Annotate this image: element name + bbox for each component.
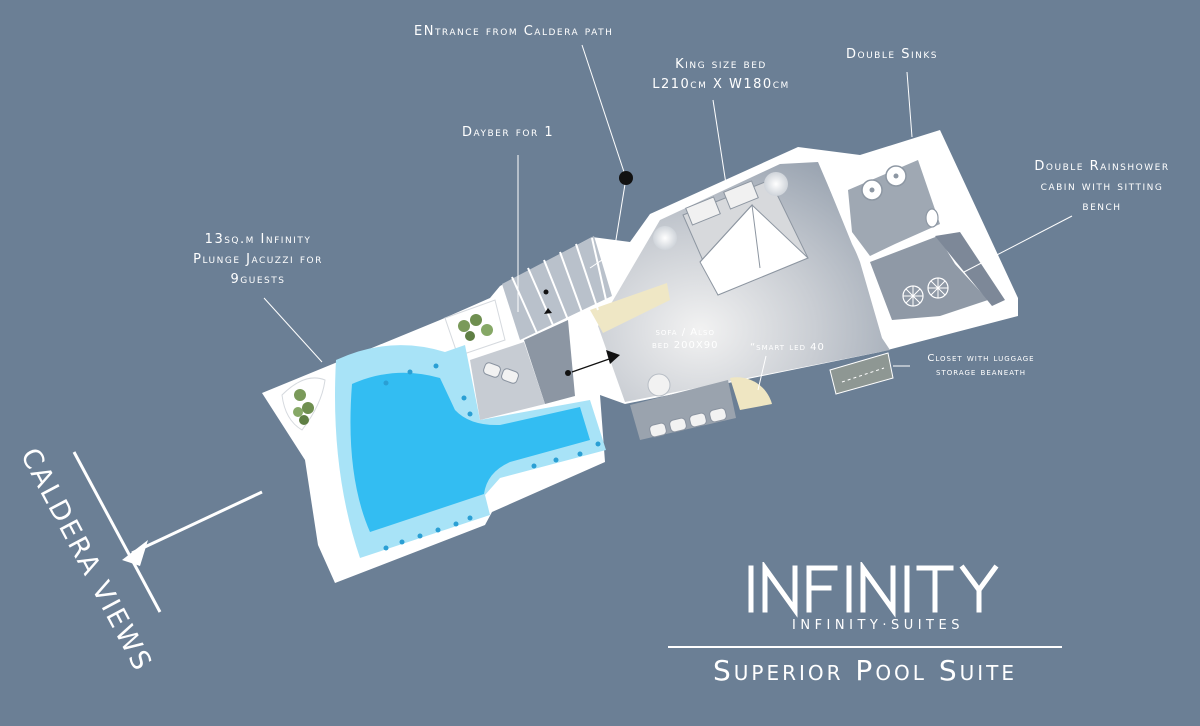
entrance-marker (619, 171, 633, 185)
coffee-table (647, 373, 671, 397)
infinity-pool (335, 345, 606, 558)
label-rainshower-line1: Double Rainshower (1034, 159, 1170, 174)
infinity-logo (748, 562, 999, 618)
label-sofa-line1: sofa / Also (655, 327, 715, 338)
label-jacuzzi-line1: 13sq.m Infinity (204, 232, 312, 247)
label-closet-line1: Closet with luggage (927, 353, 1035, 364)
label-sofa: sofa / Also bed 200X90 (652, 326, 718, 352)
label-closet-line2: storage beaneath (936, 367, 1026, 378)
label-rainshower-line3: bench (1082, 199, 1122, 214)
logo-subtitle: INFINITY·SUITES (792, 618, 964, 633)
bedside-table-right (764, 172, 788, 196)
planter-left (281, 377, 326, 431)
toilet-icon (925, 208, 939, 228)
label-king-bed-line2: L210cm X W180cm (652, 77, 790, 92)
logo-divider (668, 646, 1062, 648)
label-daybed: Dayber for 1 (462, 125, 555, 140)
sofa-bed (630, 380, 736, 440)
label-king-bed: King size bed L210cm X W180cm (636, 55, 806, 95)
rainshower-head-left-icon (902, 285, 924, 307)
planter-top (444, 299, 506, 357)
label-double-sinks: Double Sinks (846, 47, 938, 62)
label-rainshower: Double Rainshower cabin with sitting ben… (1012, 157, 1192, 217)
label-rainshower-line2: cabin with sitting (1040, 179, 1164, 194)
closet (829, 352, 894, 395)
bedside-table-left (653, 226, 677, 250)
round-table (730, 377, 772, 410)
label-smart-led: “smart led 40 (750, 342, 825, 353)
rainshower-head-right-icon (927, 277, 949, 299)
suite-title: Superior Pool Suite (712, 654, 1018, 687)
entrance-arrow-icon (543, 289, 620, 376)
callout-lines (263, 44, 1073, 391)
sink-left-icon (861, 179, 883, 201)
entrance-stairs (502, 236, 612, 341)
entrance-lobby (524, 320, 575, 404)
label-jacuzzi-line2: Plunge Jacuzzi for (193, 252, 323, 267)
daybed-area (470, 342, 545, 420)
sink-right-icon (885, 165, 907, 187)
label-sofa-line2: bed 200X90 (652, 340, 719, 351)
label-jacuzzi: 13sq.m Infinity Plunge Jacuzzi for 9gues… (158, 230, 358, 290)
label-entrance: ENtrance from Caldera path (414, 24, 614, 39)
label-closet: Closet with luggage storage beaneath (916, 352, 1046, 380)
caldera-views-arrow (72, 451, 263, 613)
label-jacuzzi-line3: 9guests (230, 272, 286, 287)
label-king-bed-line1: King size bed (675, 57, 767, 72)
king-bed (682, 179, 809, 296)
